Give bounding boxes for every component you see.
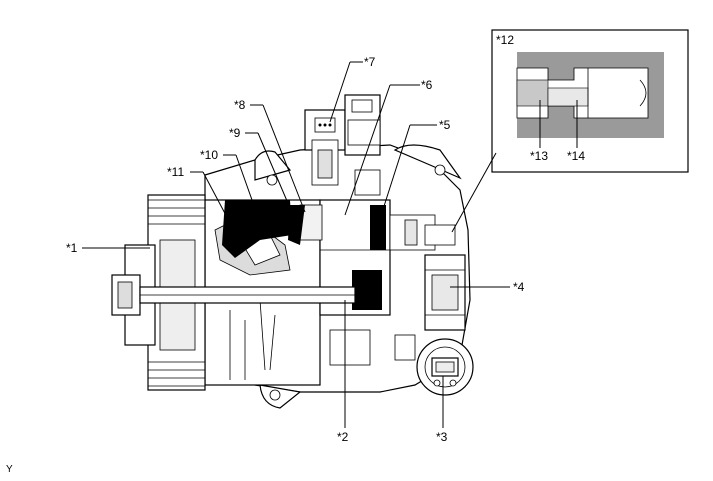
leader-lines <box>82 61 578 428</box>
callout-9: *9 <box>229 126 241 140</box>
top-connector <box>304 94 381 196</box>
callout-3: *3 <box>436 430 448 444</box>
callout-8: *8 <box>234 98 246 112</box>
callout-10: *10 <box>200 148 218 162</box>
callout-labels: *1 *2 *3 *4 *5 *6 *7 *8 *9 *10 *11 *12 *… <box>6 33 585 475</box>
callout-14: *14 <box>567 149 585 163</box>
side-fitting <box>424 254 466 331</box>
callout-11: *11 <box>167 165 184 179</box>
corner-mark: Y <box>6 464 13 475</box>
callout-1: *1 <box>66 241 78 255</box>
callout-12: *12 <box>496 33 514 47</box>
callout-4: *4 <box>513 280 525 294</box>
compressor-body <box>204 144 471 409</box>
callout-7: *7 <box>364 55 376 69</box>
callout-5: *5 <box>439 118 451 132</box>
drive-shaft <box>139 286 356 304</box>
callout-6: *6 <box>421 78 433 92</box>
round-connector <box>416 338 474 396</box>
callout-13: *13 <box>530 149 548 163</box>
detail-inset <box>491 29 689 173</box>
callout-2: *2 <box>337 430 349 444</box>
